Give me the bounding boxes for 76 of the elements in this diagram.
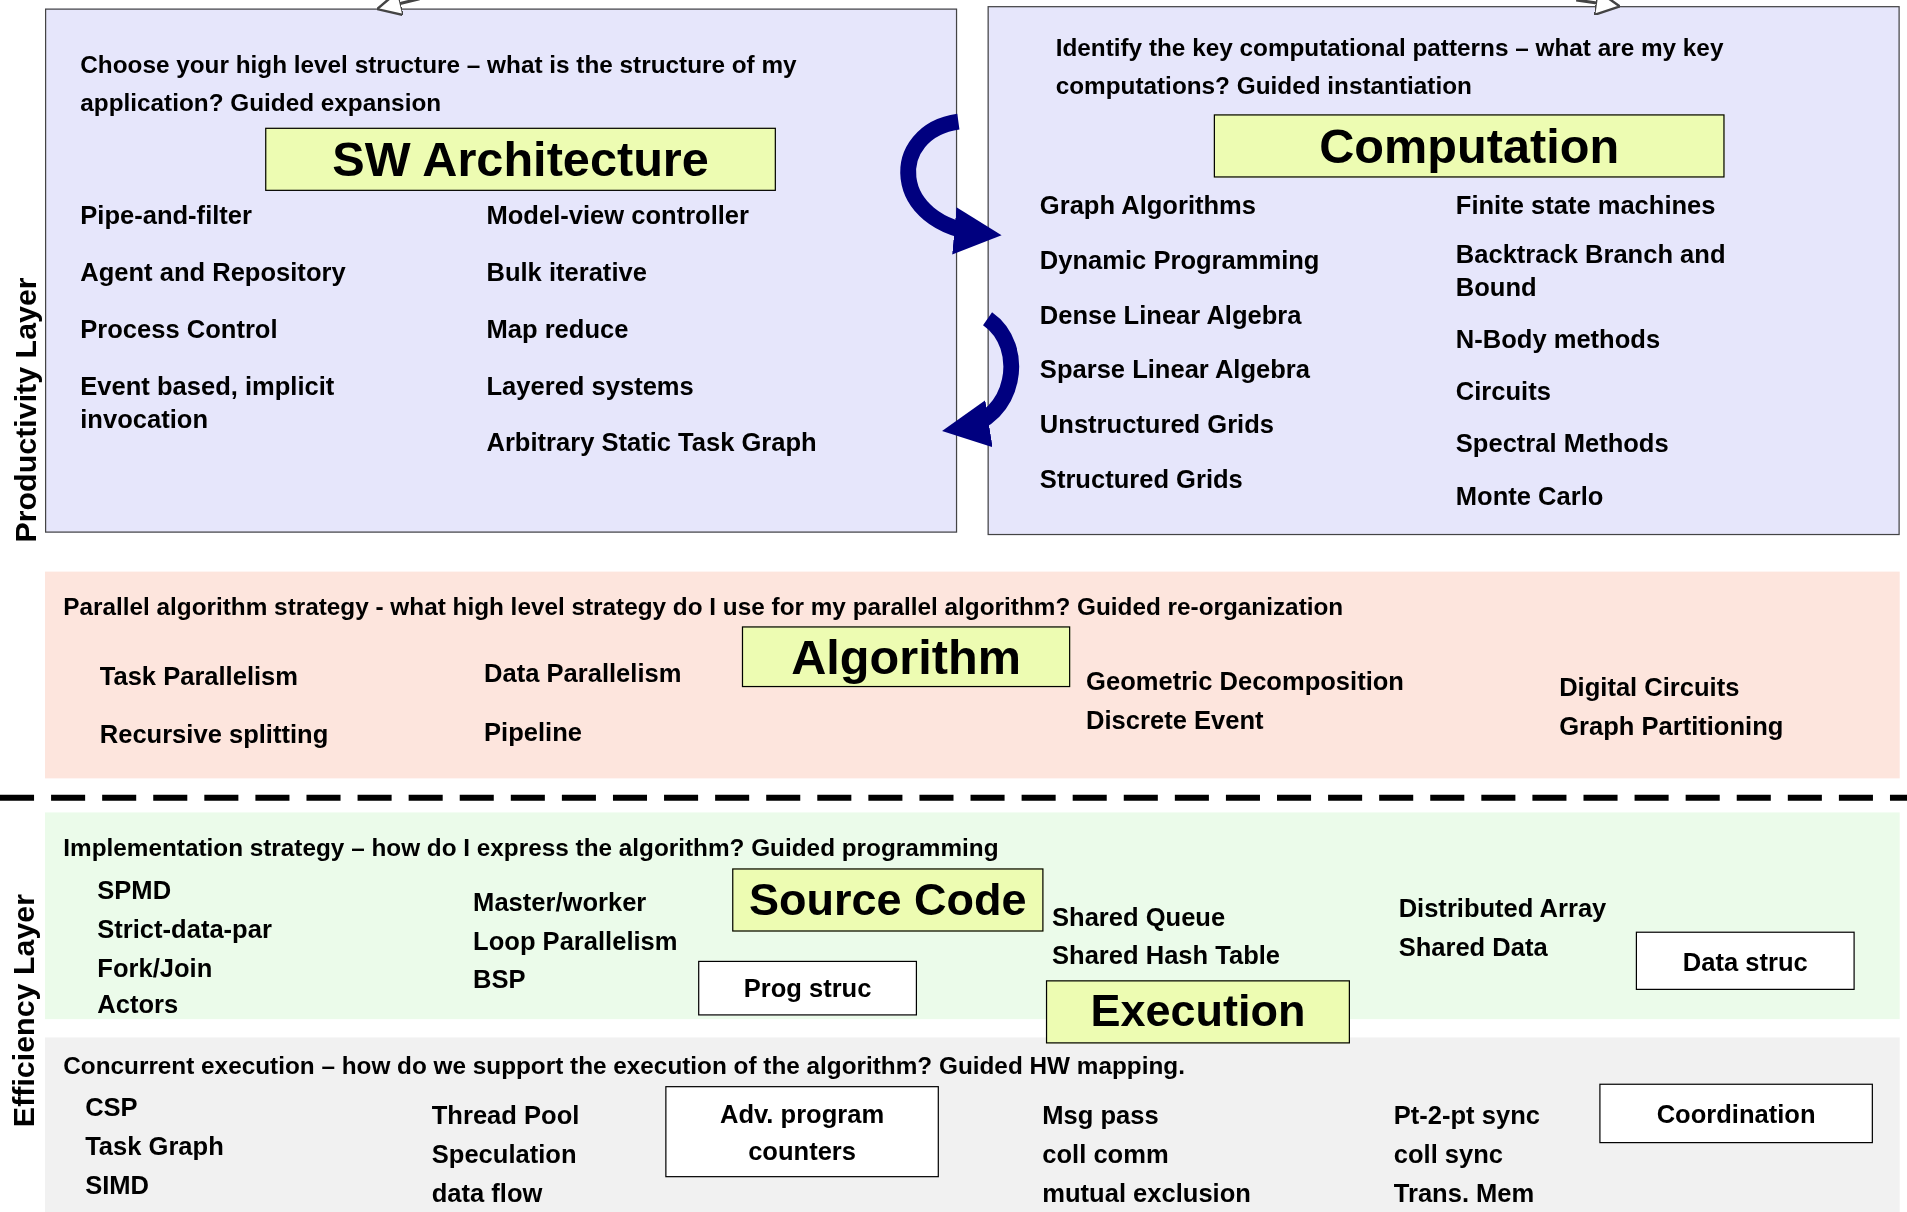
- pattern-name: Pipeline: [484, 716, 582, 748]
- category-tag: Coordination: [1599, 1083, 1873, 1144]
- pattern-name: Discrete Event: [1086, 704, 1264, 736]
- pattern-name: Msg pass: [1042, 1099, 1159, 1131]
- layer-panel: [45, 8, 958, 533]
- pattern-name: Master/worker: [473, 886, 647, 918]
- curved-arrow: [942, 312, 1019, 444]
- pattern-name: data flow: [431, 1177, 543, 1209]
- pattern-name: Shared Hash Table: [1052, 940, 1281, 972]
- pattern-name: SPMD: [97, 874, 172, 906]
- panel-description: Choose your high level structure – what is the structure of my application? Guided expansion: [80, 50, 798, 118]
- pattern-name: Shared Queue: [1052, 901, 1226, 933]
- panel-description: Implementation strategy – how do I express the algorithm? Guided programming: [63, 833, 999, 864]
- pattern-name: Event based, implicit invocation: [80, 371, 336, 435]
- pattern-name: Structured Grids: [1039, 463, 1243, 495]
- pattern-name: Task Parallelism: [99, 660, 299, 692]
- pattern-name: Agent and Repository: [80, 256, 346, 288]
- category-tag: Adv. program counters: [665, 1086, 939, 1178]
- arrow: [1576, 0, 1622, 17]
- pattern-name: Graph Algorithms: [1039, 189, 1256, 221]
- pattern-name: coll comm: [1042, 1138, 1169, 1170]
- layer-title: Execution: [1045, 980, 1350, 1044]
- panel-description: Parallel algorithm strategy - what high level strategy do I use for my parallel algorithm? Guided re-organization: [63, 592, 1344, 623]
- pattern-name: Pipe-and-filter: [80, 199, 252, 231]
- layer-title: Source Code: [732, 868, 1044, 932]
- pattern-name: Dense Linear Algebra: [1039, 299, 1302, 331]
- category-tag: Prog struc: [698, 960, 917, 1016]
- pattern-name: Unstructured Grids: [1039, 408, 1274, 440]
- pattern-name: Graph Partitioning: [1559, 710, 1784, 742]
- panel-description: Concurrent execution – how do we support the execution of the algorithm? Guided HW mapping.: [63, 1051, 1185, 1081]
- pattern-name: Pt-2-pt sync: [1393, 1099, 1540, 1131]
- pattern-name: Monte Carlo: [1455, 480, 1604, 512]
- pattern-name: Map reduce: [486, 314, 629, 345]
- pattern-name: N-Body methods: [1455, 323, 1661, 355]
- pattern-name: Finite state machines: [1455, 189, 1716, 221]
- pattern-name: Actors: [97, 989, 179, 1020]
- category-tag: Data struc: [1635, 931, 1855, 990]
- pattern-name: Strict-data-par: [97, 913, 272, 945]
- pattern-name: Thread Pool: [431, 1099, 580, 1131]
- pattern-name: Arbitrary Static Task Graph: [486, 427, 817, 459]
- pattern-name: Digital Circuits: [1559, 671, 1740, 703]
- pattern-name: Fork/Join: [97, 952, 213, 984]
- pattern-name: Circuits: [1455, 376, 1551, 407]
- layer-title: Algorithm: [741, 626, 1071, 688]
- pattern-name: Sparse Linear Algebra: [1039, 354, 1310, 386]
- panel-description: Identify the key computational patterns – what are my key computations? Guided instantiation: [1055, 33, 1725, 101]
- pattern-name: Model-view controller: [486, 199, 750, 231]
- pattern-name: Geometric Decomposition: [1086, 665, 1404, 697]
- layer-label: Efficiency Layer: [7, 893, 41, 1128]
- pattern-name: Loop Parallelism: [473, 925, 678, 957]
- pattern-name: coll sync: [1393, 1138, 1504, 1170]
- pattern-name: Recursive splitting: [99, 719, 329, 750]
- pattern-name: Layered systems: [486, 371, 694, 403]
- layer-panel: [45, 1037, 1900, 1212]
- layer-panel: [987, 6, 1900, 536]
- curved-arrow: [900, 113, 1002, 252]
- pattern-name: SIMD: [85, 1170, 149, 1202]
- pattern-name: mutual exclusion: [1042, 1177, 1251, 1209]
- pattern-name: Spectral Methods: [1455, 428, 1669, 460]
- layer-title: Computation: [1213, 114, 1725, 178]
- arrow: [375, 0, 420, 17]
- layer-label: Productivity Layer: [9, 277, 43, 543]
- layer-panel: [45, 571, 1900, 779]
- layer-title: SW Architecture: [265, 127, 776, 191]
- pattern-name: Data Parallelism: [484, 658, 682, 690]
- pattern-name: BSP: [473, 963, 526, 995]
- pattern-name: Bulk iterative: [486, 256, 647, 288]
- pattern-name: Trans. Mem: [1393, 1177, 1535, 1209]
- pattern-name: Backtrack Branch and Bound: [1455, 238, 1727, 303]
- pattern-name: Task Graph: [85, 1131, 224, 1163]
- pattern-name: Speculation: [431, 1138, 577, 1170]
- pattern-name: Dynamic Programming: [1039, 244, 1320, 276]
- pattern-name: CSP: [85, 1092, 138, 1124]
- pattern-name: Distributed Array: [1398, 892, 1607, 924]
- pattern-name: Process Control: [80, 314, 278, 345]
- pattern-name: Shared Data: [1398, 931, 1548, 963]
